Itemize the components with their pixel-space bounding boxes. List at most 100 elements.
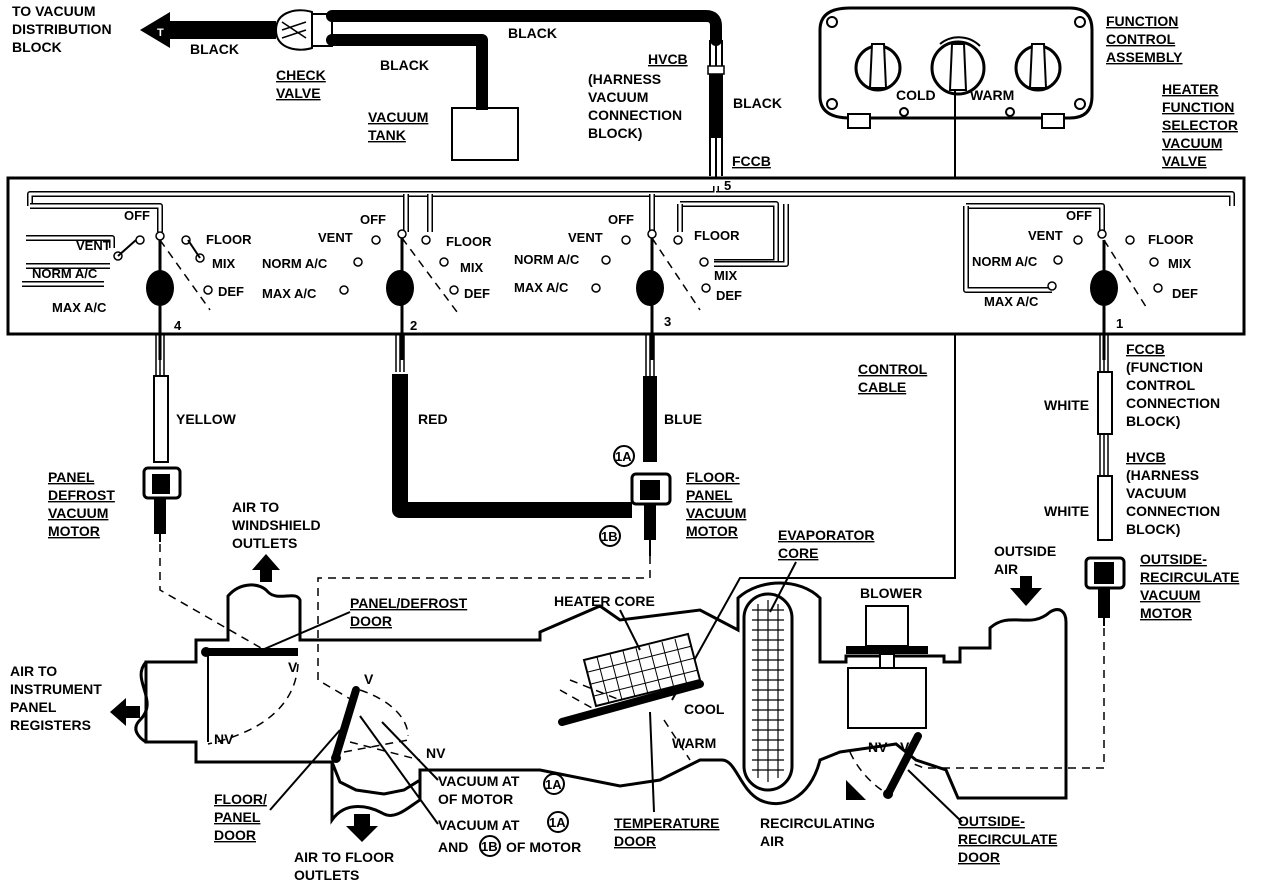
heater-core-label: HEATER CORE xyxy=(554,593,655,609)
outside-recirc-door-label-1: OUTSIDE- xyxy=(958,813,1025,829)
function-control-label-3: ASSEMBLY xyxy=(1106,49,1183,65)
function-control-label-1: FUNCTION xyxy=(1106,13,1178,29)
floor-panel-door xyxy=(332,686,360,760)
valve-3-mix: MIX xyxy=(714,268,737,283)
valve-1-mix: MIX xyxy=(1168,256,1191,271)
function-control-assembly: COLD WARM xyxy=(818,6,1094,129)
valve-1-port: 1 xyxy=(1116,316,1123,331)
valve-3-vent: VENT xyxy=(568,230,603,245)
hvcb-top-label-4: CONNECTION xyxy=(588,107,682,123)
nv-label-3: NV xyxy=(868,739,888,755)
heater-function-label-1: HEATER xyxy=(1162,81,1219,97)
vacuum-1a-marker-2: 1A xyxy=(549,815,566,830)
panel-defrost-motor-label-4: MOTOR xyxy=(48,523,100,539)
air-floor-label-2: OUTLETS xyxy=(294,867,359,882)
floor-panel-motor-label-3: VACUUM xyxy=(686,505,746,521)
valve-2-port: 2 xyxy=(410,318,417,333)
air-windshield-label-1: AIR TO xyxy=(232,499,279,515)
port-1b-marker xyxy=(599,525,621,547)
port-1a-label: 1A xyxy=(615,449,632,464)
distribution-arrow-icon xyxy=(140,12,170,48)
evaporator-core-label-2: CORE xyxy=(778,545,818,561)
hose-to-distribution xyxy=(168,21,276,39)
outside-recirc-motor-label-4: MOTOR xyxy=(1140,605,1192,621)
valve-1-floor: FLOOR xyxy=(1148,232,1194,247)
vacuum-at-1a-1b-label-1: VACUUM AT xyxy=(438,817,520,833)
valve-3-max: MAX A/C xyxy=(514,280,569,295)
knob-center xyxy=(930,36,986,96)
cold-label: COLD xyxy=(896,87,936,103)
svg-text:T: T xyxy=(157,27,164,39)
fccb-top-label: FCCB xyxy=(732,153,771,169)
heater-function-label-2: FUNCTION xyxy=(1162,99,1234,115)
floor-panel-motor-label-1: FLOOR- xyxy=(686,469,740,485)
outside-recirc-motor-label-2: RECIRCULATE xyxy=(1140,569,1239,585)
white-label-1: WHITE xyxy=(1044,397,1089,413)
valve-4-floor: FLOOR xyxy=(206,232,252,247)
valve-2-norm: NORM A/C xyxy=(262,256,328,271)
hvcb-top-label-5: BLOCK) xyxy=(588,125,642,141)
floor-arrow-icon xyxy=(346,814,378,842)
hvcb-right-label-4: CONNECTION xyxy=(1126,503,1220,519)
vacuum-at-1a-label-1: VACUUM AT xyxy=(438,773,520,789)
valve-3: OFF VENT NORM A/C MAX A/C FLOOR MIX DEF … xyxy=(514,194,789,360)
air-instrument-label-2: INSTRUMENT xyxy=(10,681,102,697)
black-hose-label-2: BLACK xyxy=(380,57,429,73)
hvcb-right-label-3: VACUUM xyxy=(1126,485,1186,501)
recirculating-air-label-2: AIR xyxy=(760,833,784,849)
v-label-2: V xyxy=(364,671,374,687)
air-flow-arrows xyxy=(110,554,1042,842)
valve-2-mix: MIX xyxy=(460,260,483,275)
outside-recirculate-vacuum-motor xyxy=(1084,556,1126,626)
linkage-floor-panel xyxy=(317,556,651,701)
fccb-right-label-5: BLOCK) xyxy=(1126,413,1180,429)
vacuum-tank-label-2: TANK xyxy=(368,127,406,143)
red-label: RED xyxy=(418,411,448,427)
temperature-door-label-2: DOOR xyxy=(614,833,656,849)
fccb-right-label-3: CONTROL xyxy=(1126,377,1196,393)
evaporator-core-label-1: EVAPORATOR xyxy=(778,527,874,543)
blower xyxy=(846,605,928,729)
air-instrument-label-1: AIR TO xyxy=(10,663,57,679)
panel-defrost-door-label-2: DOOR xyxy=(350,613,392,629)
outside-recirc-motor-label-1: OUTSIDE- xyxy=(1140,551,1207,567)
vacuum-source: T TO VACUUM DISTRIBUTION BLOCK BLACK CHE… xyxy=(12,3,782,186)
valve-3-port: 3 xyxy=(664,314,671,329)
valve-3-def: DEF xyxy=(716,288,742,303)
heater-function-label-5: VALVE xyxy=(1162,153,1207,169)
to-vacuum-distribution-label-2: DISTRIBUTION xyxy=(12,21,112,37)
blue-label: BLUE xyxy=(664,411,702,427)
panel-defrost-door xyxy=(204,648,298,656)
hvcb-right-label-1: HVCB xyxy=(1126,449,1166,465)
valve-2-def: DEF xyxy=(464,286,490,301)
check-valve-label-1: CHECK xyxy=(276,67,326,83)
white-label-2: WHITE xyxy=(1044,503,1089,519)
port-1b-label: 1B xyxy=(601,529,618,544)
panel-defrost-motor-label-2: DEFROST xyxy=(48,487,115,503)
nv-label-1: NV xyxy=(214,731,234,747)
valve-3-norm: NORM A/C xyxy=(514,252,580,267)
floor-panel-vacuum-motor xyxy=(630,472,672,556)
air-windshield-label-3: OUTLETS xyxy=(232,535,297,551)
windshield-arrow-icon xyxy=(252,554,280,582)
floor-panel-motor-label-2: PANEL xyxy=(686,487,733,503)
heater-function-label-4: VACUUM xyxy=(1162,135,1222,151)
heater-core xyxy=(582,632,702,708)
fccb-right-label-2: (FUNCTION xyxy=(1126,359,1203,375)
valve-4-def: DEF xyxy=(218,284,244,299)
outside-recirculate-door xyxy=(884,732,922,798)
linkage-outside-recirc xyxy=(903,628,1105,769)
warm-door-label: WARM xyxy=(672,735,716,751)
recirc-air-arrow-icon xyxy=(846,780,866,800)
outside-air-label-2: AIR xyxy=(994,561,1018,577)
to-vacuum-distribution-label-1: TO VACUUM xyxy=(12,3,95,19)
blue-hose xyxy=(643,376,657,462)
blower-label: BLOWER xyxy=(860,585,922,601)
floor-panel-door-label-2: PANEL xyxy=(214,809,261,825)
hose-to-tank xyxy=(326,34,488,102)
nv-label-2: NV xyxy=(426,745,446,761)
hvcb-right-label-5: BLOCK) xyxy=(1126,521,1180,537)
temperature-door-label-1: TEMPERATURE xyxy=(614,815,720,831)
black-hose-label-4: BLACK xyxy=(733,95,782,111)
linkage-panel-defrost xyxy=(159,544,269,653)
